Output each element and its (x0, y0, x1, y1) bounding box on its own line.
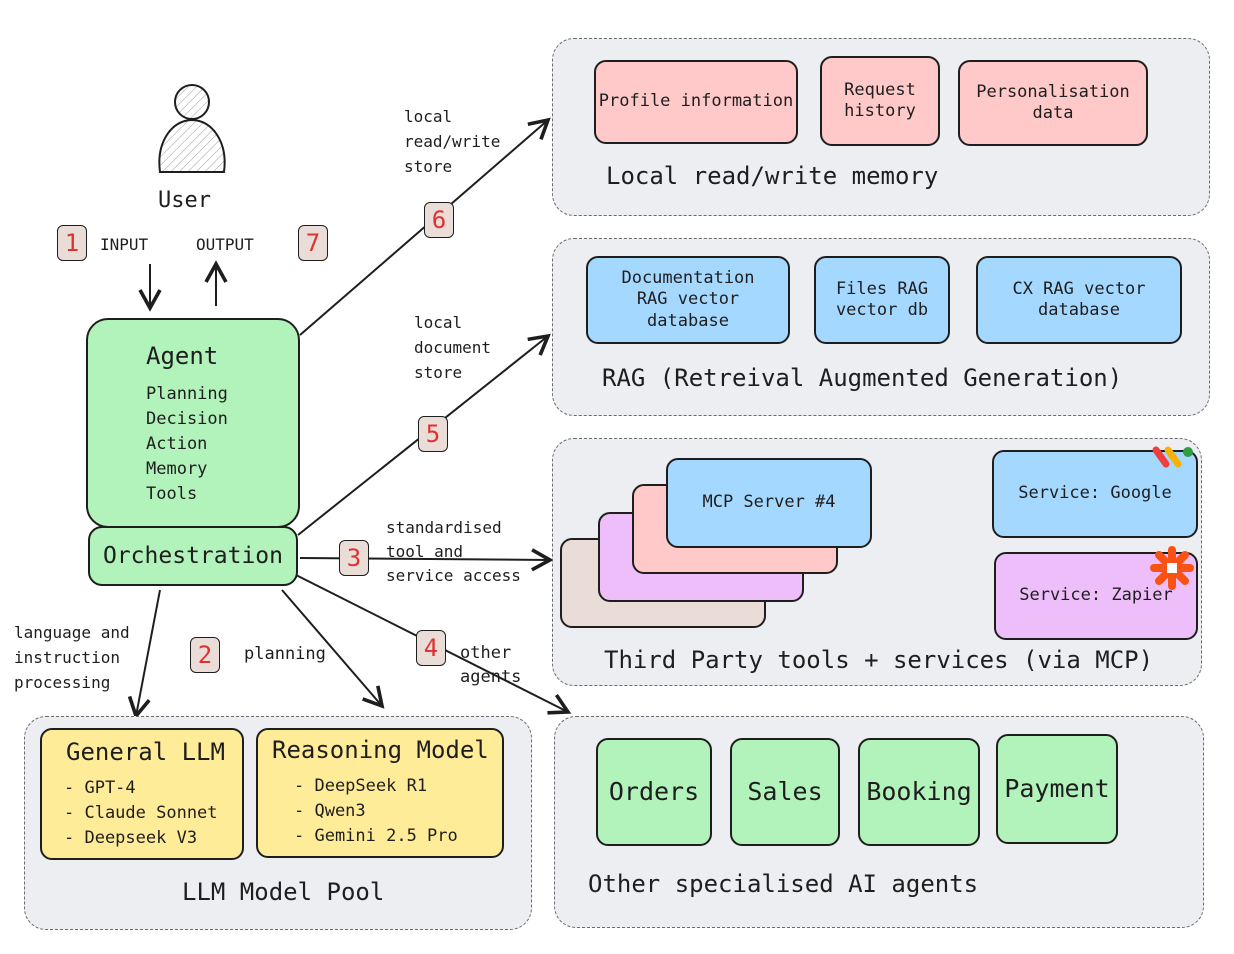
memory-item-profile[interactable]: Profile information (594, 60, 798, 144)
step-badge-3: 3 (339, 540, 369, 576)
agent-capability: Planning (146, 384, 228, 404)
google-workspace-icon (1152, 446, 1193, 468)
user-label: User (158, 188, 211, 213)
step-badge-6: 6 (424, 202, 454, 238)
service-zapier[interactable]: Service: Zapier (994, 552, 1198, 640)
llm-reasoning-list: - DeepSeek R1- Qwen3- Gemini 2.5 Pro (294, 776, 458, 846)
step-badge-2: 2 (190, 637, 220, 673)
agent-title: Agent (146, 342, 219, 370)
agent-capability: Decision (146, 409, 228, 429)
mcp-server-label: MCP Server #4 (702, 492, 836, 513)
llm-general-title: General LLM (66, 738, 225, 766)
step-badge-7: 7 (298, 225, 328, 261)
llm-reasoning-box[interactable]: Reasoning Model - DeepSeek R1- Qwen3- Ge… (256, 728, 504, 858)
service-google-label: Service: Google (1018, 483, 1172, 504)
memory-pool-title: Local read/write memory (606, 162, 939, 190)
step-badge-5: 5 (418, 416, 448, 452)
user-icon (158, 84, 226, 173)
agent-capability: Action (146, 434, 208, 454)
rag-pool-title: RAG (Retreival Augmented Generation) (602, 364, 1123, 392)
edge-planning-label: planning (244, 644, 326, 664)
edge-planning (281, 589, 385, 709)
agent-box[interactable]: Agent Planning Decision Action Memory To… (86, 318, 300, 528)
llm-general-list: - GPT-4- Claude Sonnet- Deepseek V3 (64, 778, 218, 848)
llm-pool-title: LLM Model Pool (182, 878, 385, 906)
agent-capability: Tools (146, 484, 198, 504)
agent-capability: Memory (146, 459, 208, 479)
agent-capabilities: Planning Decision Action Memory Tools (146, 382, 228, 507)
agent-payment[interactable]: Payment (996, 734, 1118, 844)
orchestration-box[interactable]: Orchestration (88, 526, 298, 586)
service-zapier-label: Service: Zapier (1019, 585, 1173, 606)
agent-orders[interactable]: Orders (596, 738, 712, 846)
mcp-pool-title: Third Party tools + services (via MCP) (604, 646, 1154, 674)
agents-pool-title: Other specialised AI agents (588, 870, 979, 898)
mcp-server-card[interactable]: MCP Server #4 (666, 458, 872, 548)
output-label: OUTPUT (196, 235, 254, 254)
llm-reasoning-title: Reasoning Model (272, 736, 489, 764)
step-badge-1: 1 (57, 225, 87, 261)
llm-general-box[interactable]: General LLM - GPT-4- Claude Sonnet- Deep… (40, 728, 244, 860)
agent-sales[interactable]: Sales (730, 738, 840, 846)
step-badge-4: 4 (416, 630, 446, 666)
zapier-icon (1150, 546, 1194, 590)
agent-booking[interactable]: Booking (858, 738, 980, 846)
edge-language (127, 589, 161, 720)
input-label: INPUT (100, 235, 149, 254)
